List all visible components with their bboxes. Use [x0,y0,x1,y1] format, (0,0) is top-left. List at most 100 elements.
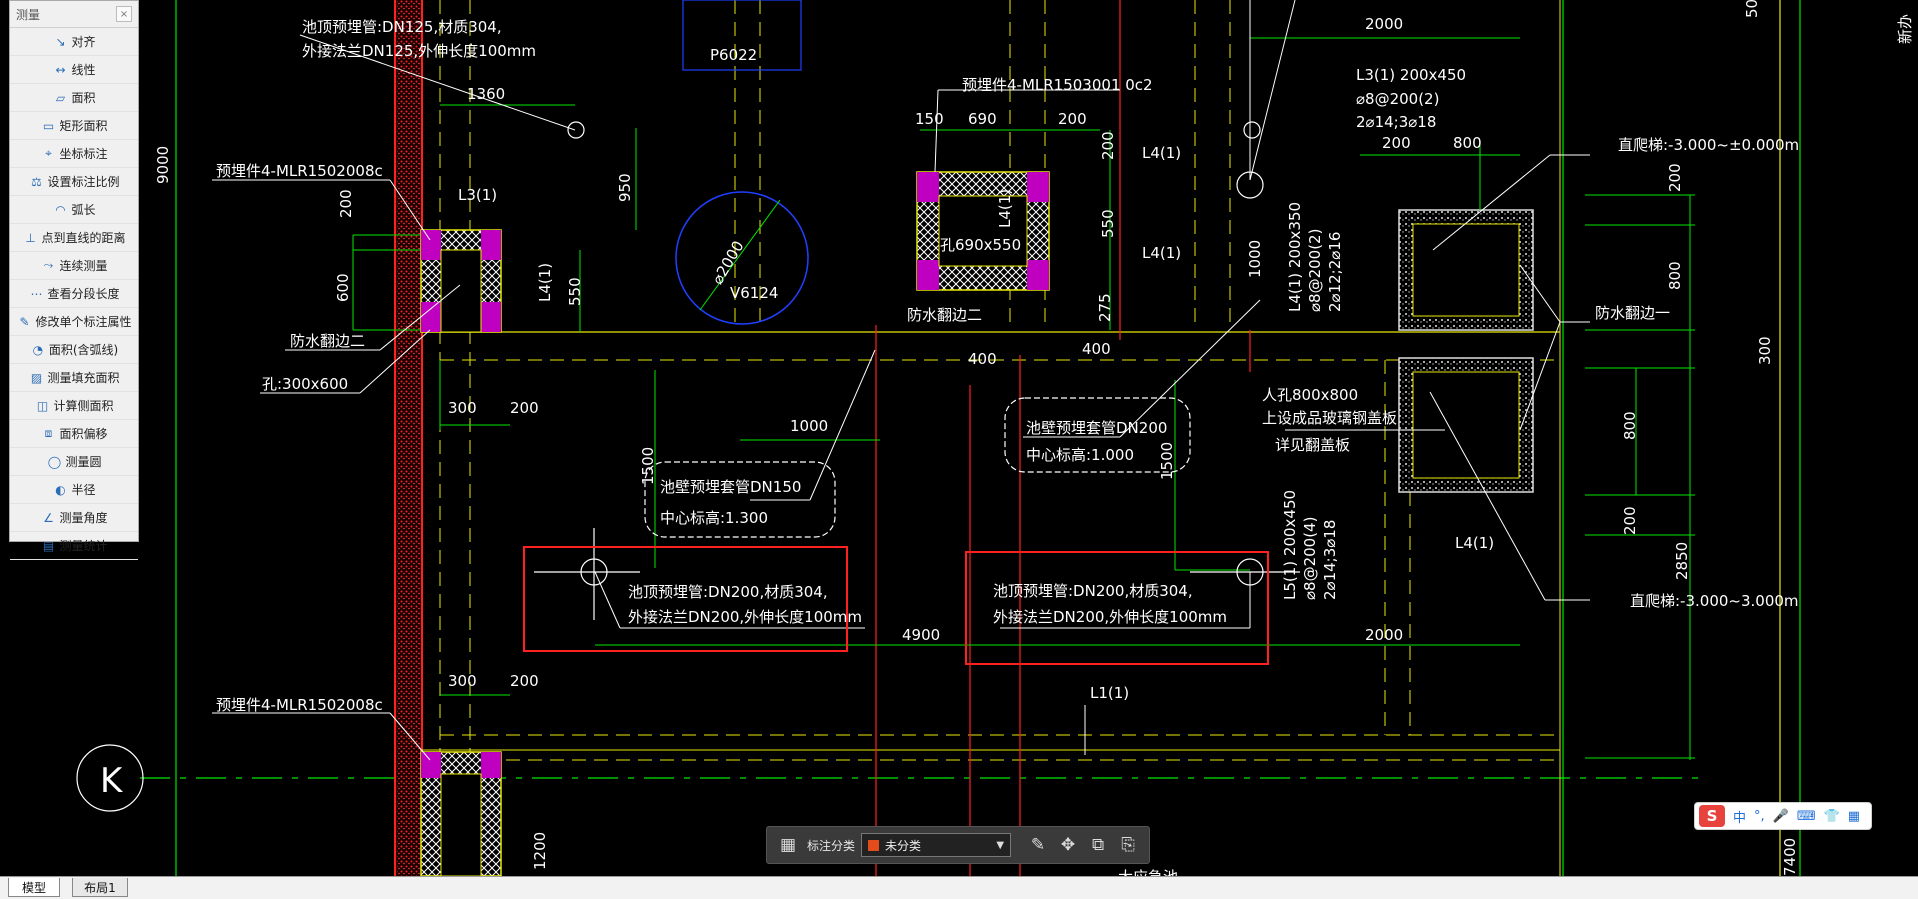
dim-300-b: 300 [1756,336,1774,365]
measure-tool-label: 点到直线的距离 [41,231,126,245]
beam-l5-rebar: 2⌀14;3⌀18 [1321,520,1339,600]
measure-tool-item[interactable]: ◐半径 [10,476,138,504]
dim-1000-a: 1000 [790,417,828,435]
measure-tool-label: 面积偏移 [59,427,108,441]
coordinate-icon: ⌖ [45,146,52,160]
ladder-label-1: 直爬梯:-3.000~±0.000m [1618,136,1799,154]
close-icon[interactable]: × [116,6,132,22]
dim-800-a: 800 [1453,134,1482,152]
measure-tool-item[interactable]: ↔线性 [10,56,138,84]
dim-200-h: 200 [510,672,539,690]
edit-annotation-icon: ✎ [19,314,30,329]
annotation-category-select[interactable]: 未分类 ▼ [861,833,1012,857]
measure-tool-item[interactable]: ⊥点到直线的距离 [10,224,138,252]
continuous-measure-icon: ⤳ [43,258,54,272]
dim-690: 690 [968,110,997,128]
measure-tool-item[interactable]: ▤测量统计 [10,532,138,560]
dim-200-g: 200 [1621,506,1639,535]
measure-tool-item[interactable]: ⋯ 查看分段长度 [10,280,138,308]
dim-200-a: 200 [337,189,355,218]
move-icon[interactable]: ✥ [1060,835,1076,855]
measure-tool-item[interactable]: ▱面积 [10,84,138,112]
dim-1000-b: 1000 [1246,240,1264,278]
sogou-logo-icon[interactable]: S [1699,805,1725,827]
measure-tool-item[interactable]: ⤳连续测量 [10,252,138,280]
measure-tool-label: 查看分段长度 [47,287,120,301]
measure-tool-item[interactable]: ◯测量圆 [10,448,138,476]
tab-layout1[interactable]: 布局1 [72,878,128,897]
copy-icon[interactable]: ⧉ [1091,835,1105,855]
tag-v6124: V6124 [730,284,778,302]
paste-icon[interactable]: ⎘ [1121,835,1135,855]
measure-tool-list: ↘对齐↔线性▱面积▭矩形面积⌖坐标标注⚖设置标注比例◠弧长⊥点到直线的距离⤳连续… [10,28,138,560]
arc-area-icon: ◔ [32,342,44,357]
edit-icon[interactable]: ✎ [1030,835,1046,855]
dim-50: 50 [1743,0,1761,18]
microphone-icon[interactable]: 🎤 [1772,808,1789,824]
measure-tool-item[interactable]: ◠弧长 [10,196,138,224]
measure-panel-header: 测量 × [10,1,138,28]
ime-toolbar: S 中 °, 🎤 ⌨ 👕 ▦ [1694,802,1872,830]
dim-550-a: 550 [566,277,584,306]
dim-275: 275 [1096,293,1114,322]
waterproof-label-2: 防水翻边二 [907,306,982,324]
measure-tool-label: 线性 [71,63,96,77]
measure-tool-label: 修改单个标注属性 [35,315,132,329]
measure-tool-item[interactable]: ⧈ 面积偏移 [10,420,138,448]
measure-tool-item[interactable]: ⚖设置标注比例 [10,168,138,196]
measure-tool-item[interactable]: ◔面积(含弧线) [10,336,138,364]
ladder-label-2: 直爬梯:-3.000~3.000m [1630,592,1799,610]
embed-label-1: 预埋件4-MLR1502008c [216,162,383,180]
note-dn200-a-line1: 池顶预埋管:DN200,材质304, [628,583,828,601]
note-dn200-b-line2: 外接法兰DN200,外伸长度100mm [993,608,1227,626]
dim-950: 950 [616,173,634,202]
segment-length-icon: ⋯ [30,286,43,301]
embed-label-3: 预埋件4-MLR1502008c [216,696,383,714]
side-area-icon: ◫ [36,398,49,413]
grid-layout-icon[interactable]: ▦ [779,835,797,855]
building-label: 新办 [1896,14,1914,44]
measure-tool-item[interactable]: ▭矩形面积 [10,112,138,140]
measure-panel-title: 测量 [16,7,41,22]
angle-icon: ∠ [43,510,54,525]
note-dn150-line2: 中心标高:1.300 [660,509,768,527]
dim-1360: 1360 [467,85,505,103]
tag-p6022: P6022 [710,46,757,64]
arc-length-icon: ◠ [55,202,66,217]
beam-l4-stirrup: ⌀8@200(2) [1306,229,1324,312]
circle-measure-icon: ◯ [47,454,62,469]
ime-mode-toggle[interactable]: 中 [1733,810,1747,826]
beam-l5-stirrup: ⌀8@200(4) [1301,517,1319,600]
layout-tab-bar: 模型 布局1 [0,876,1918,899]
note-dn200-a-line2: 外接法兰DN200,外伸长度100mm [628,608,862,626]
measure-tool-item[interactable]: ▨测量填充面积 [10,364,138,392]
beam-l3-rebar: 2⌀14;3⌀18 [1356,113,1436,131]
measure-tool-item[interactable]: ◫计算侧面积 [10,392,138,420]
measure-tool-item[interactable]: ⌖坐标标注 [10,140,138,168]
punctuation-icon[interactable]: °, [1754,808,1765,824]
note-sleeve-dn200-line1: 池壁预埋套管DN200 [1026,419,1167,437]
area-offset-icon: ⧈ [44,426,53,440]
hole-label-1: 孔:300x600 [262,375,348,393]
measure-tool-label: 测量角度 [59,511,108,525]
measure-tool-label: 设置标注比例 [47,175,120,189]
skin-icon[interactable]: 👕 [1823,808,1840,824]
toolbox-grid-icon[interactable]: ▦ [1847,808,1861,824]
beam-label-l4-d: L4(1) [1142,244,1181,262]
note-dn125-line2: 外接法兰DN125,外伸长度100mm [302,42,536,60]
dim-300-c: 300 [448,672,477,690]
annotation-category-value: 未分类 [885,838,922,853]
measure-tool-label: 矩形面积 [59,119,108,133]
tab-model[interactable]: 模型 [8,878,60,897]
measure-tool-item[interactable]: ✎ 修改单个标注属性 [10,308,138,336]
measure-tool-item[interactable]: ∠ 测量角度 [10,504,138,532]
beam-label-l4-c: L4(1) [1142,144,1181,162]
beam-l4-spec: L4(1) 200x350 [1286,202,1304,312]
measure-tool-label: 测量统计 [59,539,108,553]
keyboard-icon[interactable]: ⌨ [1796,808,1816,824]
measure-tool-item[interactable]: ↘对齐 [10,28,138,56]
axis-bubble-k: K [100,761,124,801]
area-icon: ▱ [55,90,66,105]
dim-1200: 1200 [531,832,549,870]
